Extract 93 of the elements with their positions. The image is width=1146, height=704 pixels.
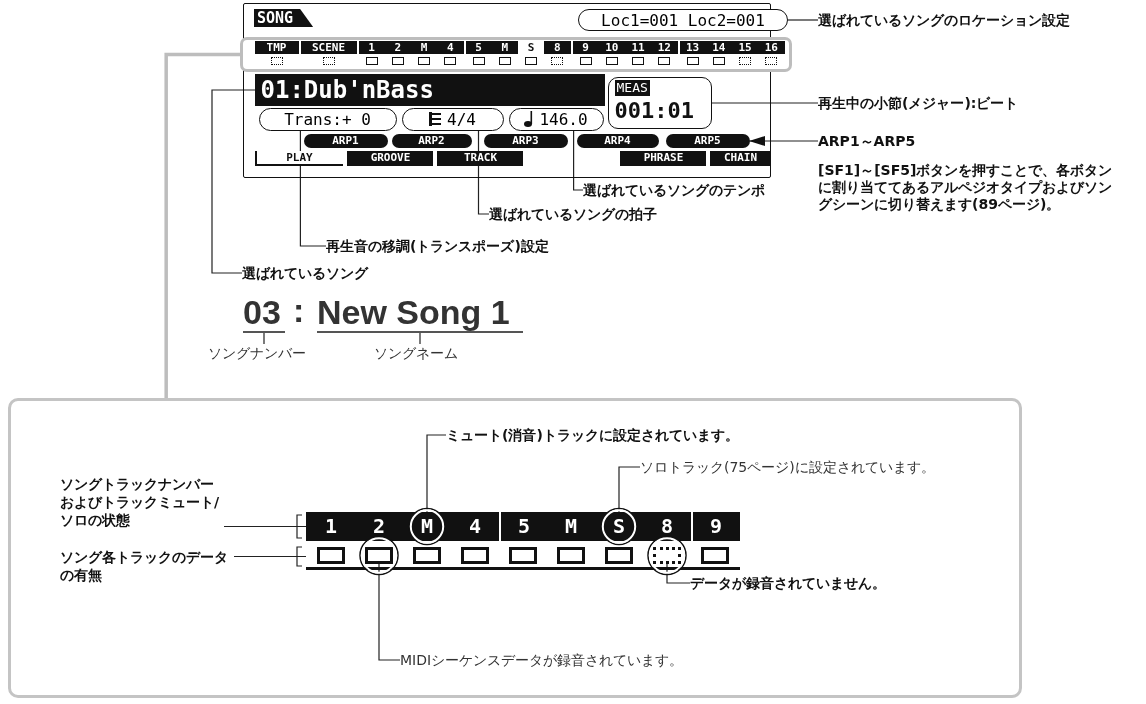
track-label: 10 [598, 40, 625, 54]
track-label: 4 [451, 512, 499, 541]
time-signature-display [401, 107, 504, 131]
tab: PHRASE [619, 150, 706, 166]
track-label: TMP [254, 40, 299, 54]
arp-button: ARP4 [576, 133, 659, 148]
tempo-display [508, 107, 604, 131]
data-indicator [701, 547, 729, 564]
callout-text: ソング各トラックのデータの有無 [60, 548, 234, 586]
track-label: 5 [499, 512, 547, 541]
arp-button: ARP2 [391, 133, 472, 148]
leader-line [211, 89, 256, 274]
song-number: 03 [243, 293, 285, 333]
data-indicator [413, 547, 441, 564]
track-label: 9 [691, 512, 739, 541]
track-label: 16 [758, 40, 785, 54]
track-label: M [491, 40, 518, 54]
leader-line [233, 555, 307, 558]
callout-text: 選ばれているソングのロケーション設定 [818, 11, 1138, 29]
track-label: M [547, 512, 595, 541]
part-name: ソングナンバー [208, 344, 318, 362]
leader-line [426, 434, 447, 513]
callout-text: 再生中の小節(メジャー):ビート [818, 94, 1078, 112]
measure-label: MEAS [614, 79, 650, 96]
screen-title: SONG [254, 9, 314, 27]
leader-line [263, 332, 265, 345]
callout-text: MIDIシーケンスデータが録音されています。 [400, 651, 740, 669]
track-label: 9 [572, 40, 599, 54]
leader-line [378, 563, 401, 661]
measure-value: 001:01 [614, 97, 694, 124]
track-label: 1 [358, 40, 385, 54]
callout-text: ソロトラック(75ページ)に設定されています。 [640, 458, 970, 476]
connector-line [164, 52, 240, 398]
callout-text: ミュート(消音)トラックに設定されています。 [446, 426, 776, 444]
callout-text: 選ばれているソングのテンポ [583, 181, 783, 199]
track-label: SCENE [300, 40, 357, 54]
track-label: 15 [732, 40, 759, 54]
arrow [749, 136, 819, 146]
tab: CHAIN [709, 150, 770, 166]
callout-text: 再生音の移調(トランスポーズ)設定 [326, 237, 576, 255]
measure-display [607, 76, 712, 129]
track-label: 2 [355, 512, 403, 541]
track-label: M [403, 512, 451, 541]
track-label: 8 [544, 40, 571, 54]
data-indicator [557, 547, 585, 564]
tab: PLAY [254, 150, 343, 166]
song-title: New Song 1 [317, 293, 523, 333]
tempo-value: 146.0 [539, 109, 588, 129]
leader-line [787, 19, 819, 21]
song-name-display: 01:Dub'nBass [254, 73, 605, 106]
leader-line [711, 102, 819, 104]
leader-line [666, 563, 691, 584]
callout-text: データが録音されていません。 [690, 574, 950, 592]
location-display: Loc1=001 Loc2=001 [578, 9, 788, 31]
track-label: 1 [307, 512, 355, 541]
time-signature-value: 4/4 [447, 109, 476, 129]
data-indicator [605, 547, 633, 564]
leader-line [419, 332, 421, 345]
leader-line [223, 525, 307, 528]
callout-text: ソングトラックナンバーおよびトラックミュート/ソロの状態 [60, 475, 224, 531]
data-indicator [365, 547, 393, 564]
track-label: 4 [437, 40, 464, 54]
arp-button: ARP5 [665, 133, 750, 148]
tab: GROOVE [346, 150, 433, 166]
transpose-display: Trans:+ 0 [258, 107, 397, 131]
callout-text: 選ばれているソングの拍子 [489, 205, 679, 223]
data-indicator [461, 547, 489, 564]
track-label: 14 [705, 40, 732, 54]
detail-panel [8, 398, 1022, 698]
callout-text: ARP1～ARP5 [818, 132, 968, 150]
arp-button: ARP1 [303, 133, 388, 148]
part-name: ソングネーム [374, 344, 474, 362]
colon: : [293, 291, 306, 329]
leader-line [573, 130, 584, 191]
track-status-strip [239, 36, 792, 72]
tab: TRACK [436, 150, 523, 166]
track-label: 2 [384, 40, 411, 54]
note-text: [SF1]～[SF5]ボタンを押すことで、各ボタンに割り当ててあるアルペジオタイプおよびソングシーンに切り替えます(89ページ)。 [818, 162, 1114, 213]
track-label: 13 [679, 40, 706, 54]
track-label: 11 [625, 40, 652, 54]
callout-text: 選ばれているソング [242, 264, 392, 282]
track-label: S [595, 512, 643, 541]
track-label: 12 [651, 40, 678, 54]
arp-button: ARP3 [483, 133, 568, 148]
track-label: 5 [465, 40, 492, 54]
track-label: M [411, 40, 438, 54]
track-number-row [306, 512, 740, 541]
empty-data-indicator [653, 547, 681, 564]
data-indicator [317, 547, 345, 564]
data-indicator [509, 547, 537, 564]
leader-line [618, 466, 641, 513]
track-label: 8 [643, 512, 691, 541]
leader-line [299, 130, 327, 247]
